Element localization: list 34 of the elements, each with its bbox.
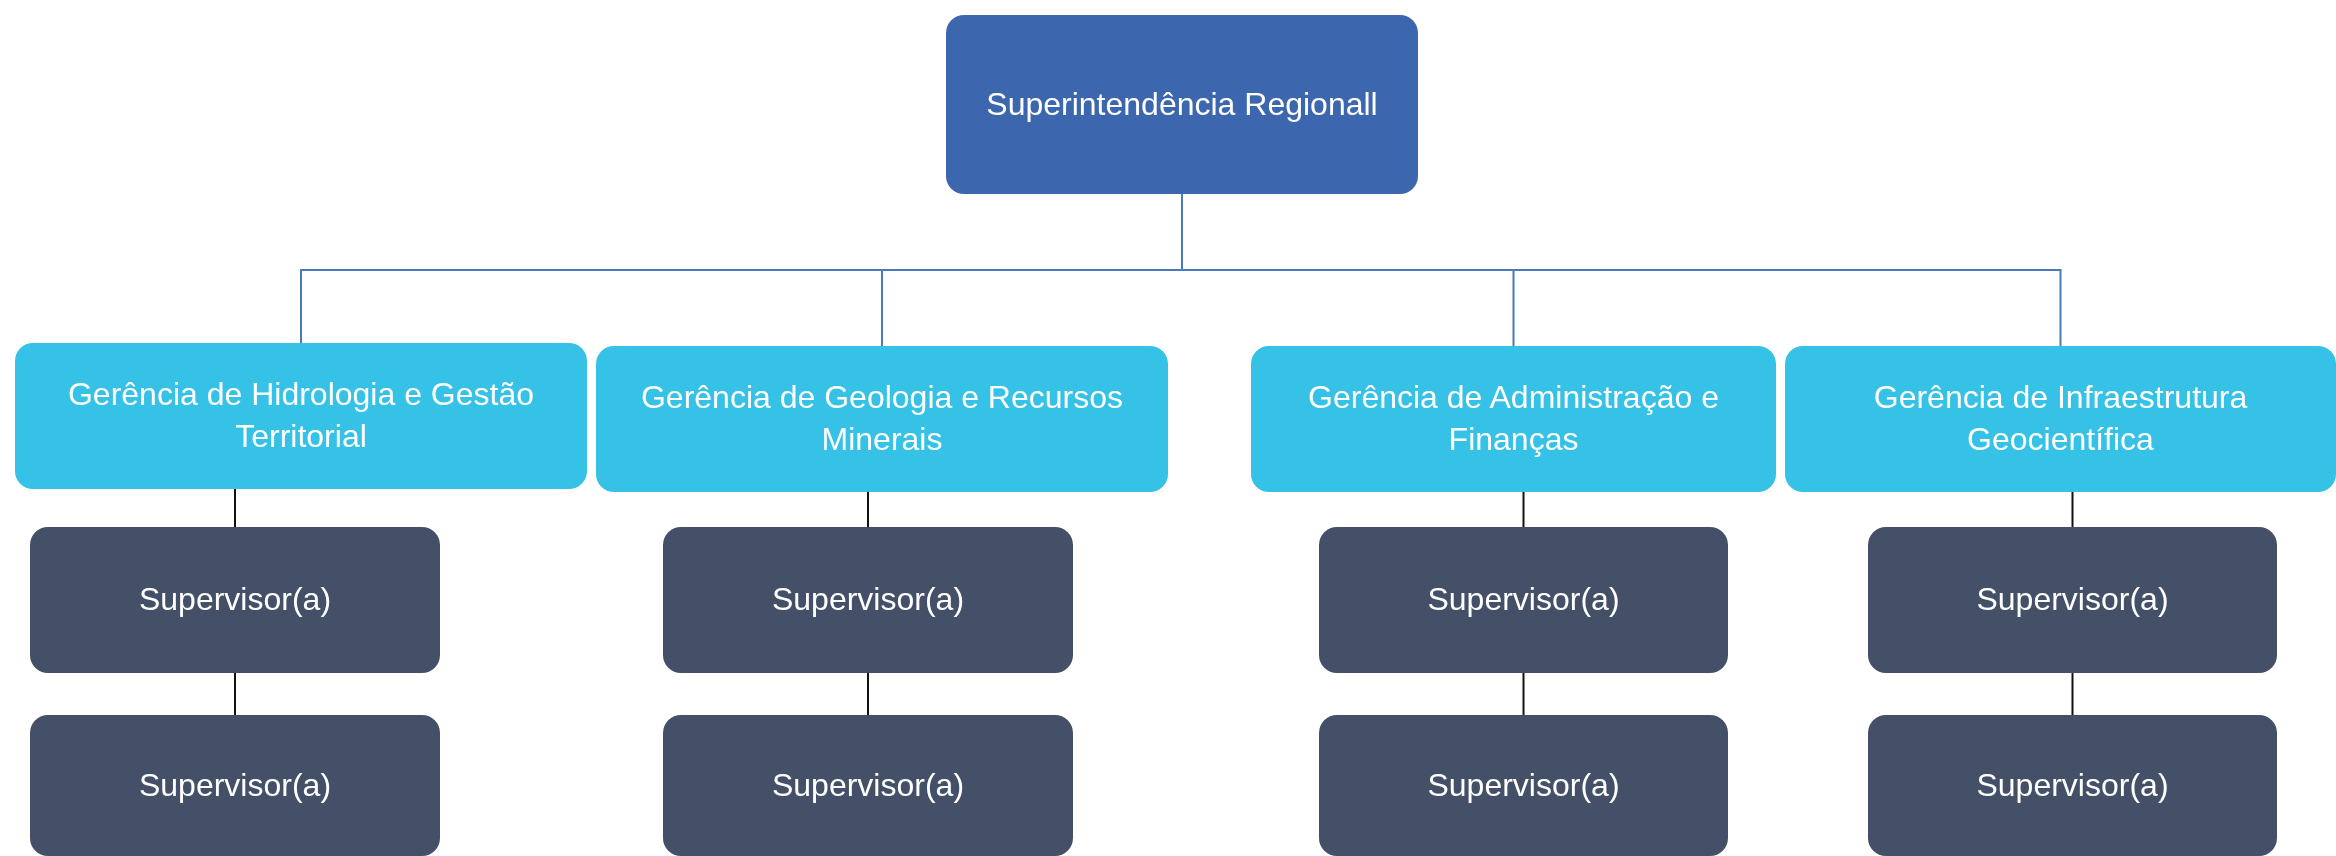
department-box	[1251, 346, 1776, 492]
box-label: Supervisor(a)	[1427, 580, 1620, 620]
connector-line	[867, 491, 869, 528]
supervisor-box	[1868, 715, 2277, 856]
supervisor-box	[663, 715, 1073, 856]
connector-line	[234, 672, 236, 716]
box-label: Supervisor(a)	[771, 765, 965, 805]
supervisor-box	[1319, 715, 1728, 856]
box-label: Gerência de Geologia e Recursos Minerais	[639, 378, 1124, 459]
box-label: Supervisor(a)	[1976, 765, 2169, 805]
box-label: Gerência de Hidrologia e Gestão Territorial	[66, 375, 535, 456]
department-box	[15, 343, 587, 489]
supervisor-box	[30, 715, 440, 856]
box-label: Gerência de Administração e Finanças	[1307, 378, 1720, 459]
box-label: Gerência de Infraestrutura Geocientífica	[1872, 378, 2249, 459]
box-label: Supervisor(a)	[1976, 580, 2169, 620]
box-label: Supervisor(a)	[138, 765, 332, 805]
connector-line	[1522, 491, 1525, 528]
connector-line	[867, 672, 869, 716]
box-label: Supervisor(a)	[1427, 765, 1620, 805]
executive-box	[946, 15, 1418, 194]
department-box	[596, 346, 1168, 492]
supervisor-box	[663, 527, 1073, 673]
supervisor-box	[1319, 527, 1728, 673]
department-box	[1785, 346, 2336, 492]
connector-line	[1522, 672, 1525, 716]
connector-line	[2071, 672, 2074, 716]
box-label: Superintendência Regionall	[986, 84, 1378, 124]
box-label: Supervisor(a)	[138, 580, 332, 620]
connector-line	[2071, 491, 2074, 528]
box-label: Supervisor(a)	[771, 580, 965, 620]
supervisor-box	[30, 527, 440, 673]
supervisor-box	[1868, 527, 2277, 673]
connector-line	[234, 488, 236, 528]
